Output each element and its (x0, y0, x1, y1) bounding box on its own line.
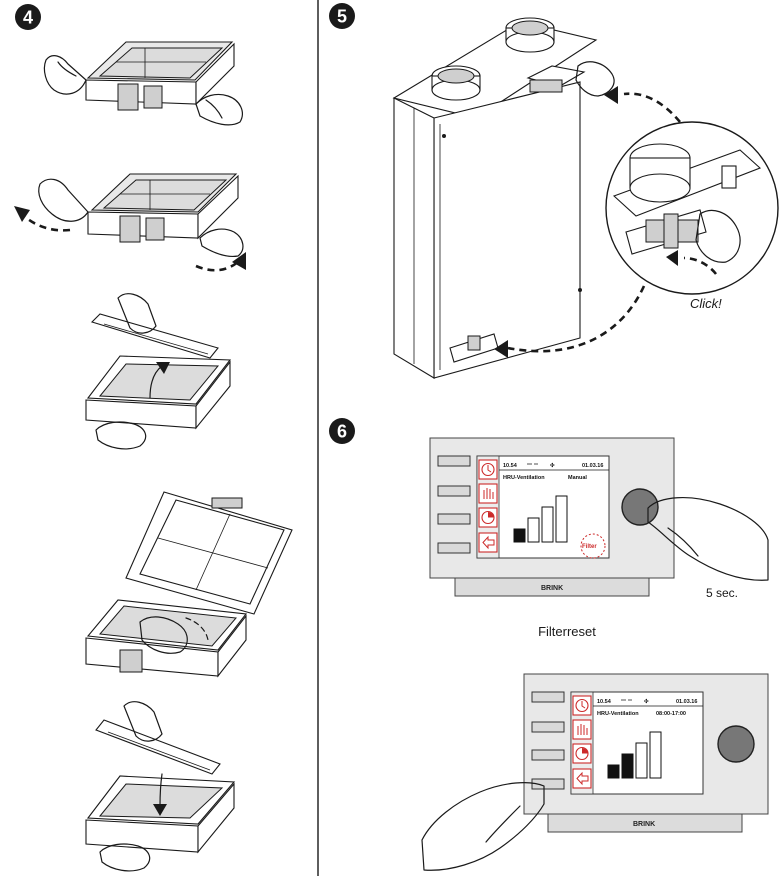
filter-detail-magnifier (605, 121, 779, 295)
panel-after-title: HRU-Ventilation (597, 711, 639, 717)
brand-logo: BRINK (541, 585, 563, 592)
squeeze-arrow-right (195, 259, 241, 272)
step-5-number: 5 (337, 7, 347, 27)
panel-title: HRU-Ventilation (503, 475, 545, 481)
hand-icon-detail (695, 209, 741, 263)
left-hand-icon (43, 55, 87, 95)
hand-icon-after[interactable] (572, 719, 592, 740)
hand-pressing-knob-icon (647, 497, 769, 581)
panel-side-button-4[interactable] (437, 542, 471, 554)
panel-side-button-3[interactable] (437, 513, 471, 525)
fan-icon: ✣ (550, 462, 555, 469)
panel-date: 01.03.16 (582, 463, 603, 469)
control-knob[interactable] (621, 488, 659, 526)
fan-icon-after: ✣ (644, 698, 649, 705)
right-hand-icon (195, 93, 243, 126)
step-4-number: 4 (23, 8, 33, 28)
hold-duration-label: 5 sec. (706, 586, 738, 600)
panel-after-schedule: 08:00-17:00 (656, 711, 686, 717)
panel-mode: Manual (568, 475, 587, 481)
panel-after-side-button-2[interactable] (531, 721, 565, 733)
brand-logo-after: BRINK (633, 821, 655, 828)
callout-arrow-bottom (507, 285, 646, 353)
filter-holder-open-illustration (85, 491, 293, 678)
step-6-number: 6 (337, 422, 347, 442)
fan-level-after-bar-4 (649, 731, 662, 779)
panel-side-button-1[interactable] (437, 455, 471, 467)
back-arrow-icon-after[interactable] (572, 768, 592, 789)
fan-level-after-bar-1 (607, 764, 620, 779)
fan-level-bar-3 (541, 506, 554, 543)
panel-side-button-2[interactable] (437, 485, 471, 497)
fan-level-bars (513, 495, 568, 543)
filter-removal-illustration-1 (43, 41, 243, 126)
filter-open-illustration (85, 293, 232, 450)
filterreset-caption: Filterreset (538, 624, 596, 639)
fan-level-bar-1 (513, 528, 526, 543)
click-arrow (683, 256, 718, 275)
filter-warning-label: Filter (582, 544, 597, 550)
duct-connector-right (505, 17, 555, 53)
back-arrow-icon[interactable] (478, 532, 498, 553)
fan-level-bars-after (607, 731, 662, 779)
control-knob-after[interactable] (717, 725, 755, 763)
panel-time: 10.54 (503, 463, 518, 469)
duct-connector-left (431, 65, 481, 101)
fan-level-bar-2 (527, 517, 540, 543)
step-4-badge: 4 (15, 4, 41, 30)
ventilation-unit-illustration (392, 17, 615, 379)
hand-icon[interactable] (478, 483, 498, 504)
panel-after-side-button-4[interactable] (531, 778, 565, 790)
panel-after-side-button-3[interactable] (531, 749, 565, 761)
step-6-badge: 6 (329, 418, 355, 444)
panel-after-side-button-1[interactable] (531, 691, 565, 703)
hand-pressing-button-icon (421, 782, 545, 871)
fan-level-bar-4 (555, 495, 568, 543)
hand-icon-top (575, 61, 615, 97)
control-panel-after: 10.54 ✣ 01.03.16 HRU-Ventilation 08:00-1… (421, 673, 769, 871)
squeeze-arrow-left (21, 213, 71, 232)
fan-level-after-bar-2 (621, 753, 634, 779)
fan-level-after-bar-3 (635, 742, 648, 779)
filter-insert-illustration (85, 701, 236, 872)
filter-removal-illustration-2 (14, 173, 246, 272)
control-panel-before: 10.54 ✣ 01.03.16 HRU-Ventilation Manual … (429, 437, 769, 597)
panel-after-date: 01.03.16 (676, 699, 697, 705)
step-5-badge: 5 (329, 3, 355, 29)
callout-arrow-top (623, 92, 681, 123)
click-label: Click! (690, 296, 722, 311)
panel-after-time: 10.54 (597, 699, 612, 705)
